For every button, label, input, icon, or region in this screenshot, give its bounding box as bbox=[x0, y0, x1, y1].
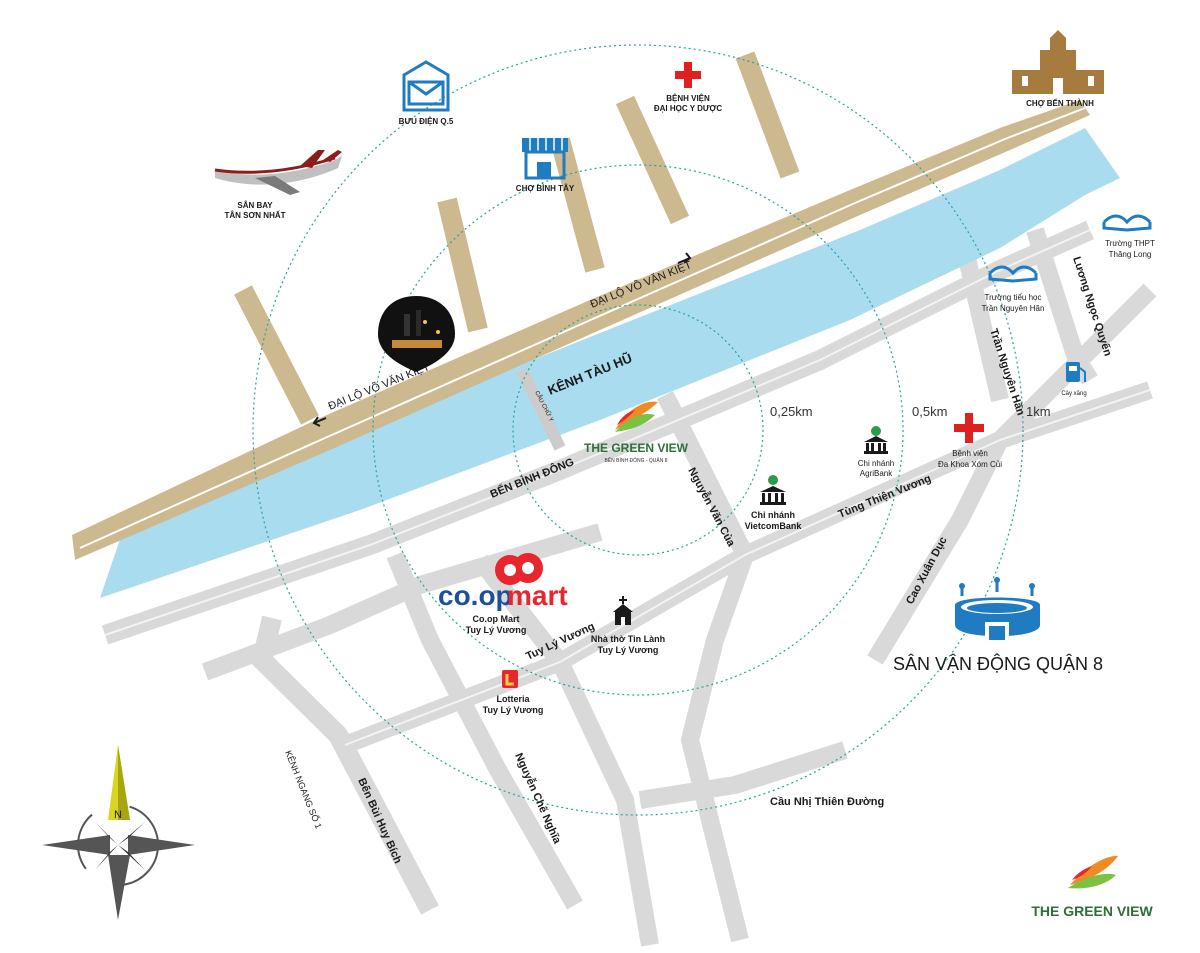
street-ben-bui-huy-bich bbox=[386, 551, 583, 910]
label-lotteria-2: Tuy Lý Vương bbox=[483, 705, 544, 715]
bank-icon bbox=[760, 475, 786, 505]
label-cho-binh-tay: CHỢ BÌNH TÂY bbox=[516, 184, 575, 193]
label-cho-ben-thanh: CHỢ BẾN THÀNH bbox=[1026, 98, 1094, 108]
label-project-name: THE GREEN VIEW bbox=[584, 441, 689, 455]
red-cross-icon bbox=[954, 413, 984, 443]
label-corner-project-name: THE GREEN VIEW bbox=[1031, 903, 1153, 919]
tan-road-1 bbox=[234, 285, 319, 425]
arrow-right-icon bbox=[677, 252, 692, 264]
radius-rings bbox=[252, 44, 1024, 816]
label-school-primary-1: Trường tiểu học bbox=[985, 293, 1042, 302]
lotteria-logo-icon bbox=[502, 670, 518, 688]
label-post-office: BƯU ĐIỆN Q.5 bbox=[399, 117, 454, 126]
ring-1km bbox=[252, 44, 1024, 816]
ring-05km bbox=[372, 164, 904, 696]
label-ben-bui-huy-bich: Bến Bùi Huy Bích bbox=[355, 776, 404, 865]
arrow-left-icon bbox=[312, 416, 327, 427]
label-coopmart-2: Tuy Lý Vương bbox=[466, 625, 527, 635]
label-school-thpt-1: Trường THPT bbox=[1105, 239, 1155, 248]
book-icon bbox=[988, 265, 1038, 283]
stadium-icon bbox=[955, 577, 1040, 640]
tan-road-2 bbox=[437, 197, 488, 333]
book-icon bbox=[1102, 214, 1152, 232]
label-lotteria-1: Lotteria bbox=[496, 694, 530, 704]
coopmart-logo-icon bbox=[495, 553, 543, 585]
ring-label-1km: 1km bbox=[1026, 404, 1051, 419]
location-pin-icon bbox=[378, 296, 455, 372]
green-view-corner-logo-icon bbox=[1068, 855, 1118, 889]
church-icon bbox=[613, 596, 633, 625]
label-coopmart-1: Co.op Mart bbox=[473, 614, 520, 624]
street-tran-nguyen-han bbox=[956, 247, 1009, 403]
label-hospital-medicine-2: ĐẠI HỌC Y DƯỢC bbox=[654, 104, 723, 113]
label-vietcombank-1: Chi nhánh bbox=[751, 510, 795, 520]
street-northeast bbox=[993, 283, 1157, 447]
street-cau-nhi-thien-duong bbox=[638, 741, 848, 809]
fuel-pump-icon bbox=[1066, 362, 1086, 382]
label-airport-2: TÂN SƠN NHẤT bbox=[224, 210, 285, 220]
market-building-icon bbox=[1012, 30, 1104, 94]
label-hospital-xom-cui-2: Đa Khoa Xóm Củi bbox=[938, 460, 1002, 469]
bank-icon bbox=[864, 426, 888, 454]
compass-north-label: N bbox=[114, 809, 122, 821]
airplane-icon bbox=[214, 150, 342, 195]
label-airport-1: SÂN BAY bbox=[237, 201, 273, 210]
label-kenh-ngang: KÊNH NGANG SỐ 1 bbox=[283, 749, 324, 831]
label-hospital-medicine-1: BỆNH VIỆN bbox=[666, 94, 710, 103]
street-southwest bbox=[250, 615, 439, 915]
street-highlights bbox=[104, 229, 1151, 746]
canal-kenh-tau-hu bbox=[100, 128, 1120, 598]
label-vietcombank-2: VietcomBank bbox=[745, 521, 803, 531]
label-school-primary-2: Trần Nguyên Hãn bbox=[982, 304, 1045, 313]
street-nguyen-van-cua bbox=[656, 390, 755, 943]
label-gas-station: Cây xăng bbox=[1061, 391, 1086, 397]
label-hospital-xom-cui-1: Bệnh viện bbox=[952, 449, 988, 458]
street-nguyen-che-nghia bbox=[472, 554, 659, 947]
label-tung-thien-vuong: Tùng Thiện Vương bbox=[837, 473, 933, 521]
label-church-1: Nhà thờ Tin Lành bbox=[591, 634, 665, 644]
tan-road-5 bbox=[735, 51, 800, 179]
mail-icon bbox=[402, 60, 450, 112]
ring-label-05km: 0,5km bbox=[912, 404, 947, 419]
shop-icon bbox=[522, 138, 568, 180]
label-coopmart-logo-a: co.op bbox=[438, 580, 513, 611]
street-cao-xuan-duc bbox=[867, 435, 1009, 665]
ring-label-025km: 0,25km bbox=[770, 404, 813, 419]
tan-road-3 bbox=[550, 137, 605, 273]
compass-icon bbox=[42, 745, 195, 920]
highway-vo-van-kiet bbox=[72, 51, 1090, 560]
label-church-2: Tuy Lý Vương bbox=[598, 645, 659, 655]
label-stadium: SÂN VẬN ĐỘNG QUẬN 8 bbox=[893, 653, 1103, 674]
label-cau-nhi-thien-duong: Cầu Nhị Thiên Đường bbox=[770, 796, 884, 808]
label-cao-xuan-duc: Cao Xuân Dục bbox=[904, 535, 950, 606]
green-view-logo-icon bbox=[615, 401, 658, 432]
label-school-thpt-2: Thăng Long bbox=[1109, 250, 1152, 259]
bridge-cau-chu-y bbox=[516, 367, 566, 451]
ring-025km bbox=[512, 304, 764, 556]
label-agribank-2: AgriBank bbox=[860, 469, 893, 478]
label-agribank-1: Chi nhánh bbox=[858, 459, 894, 468]
tan-road-4 bbox=[615, 95, 690, 225]
label-coopmart-logo-b: mart bbox=[507, 580, 568, 611]
red-cross-icon bbox=[675, 62, 701, 88]
label-project-address: BẾN BÌNH ĐÔNG - QUẬN 8 bbox=[604, 457, 667, 464]
